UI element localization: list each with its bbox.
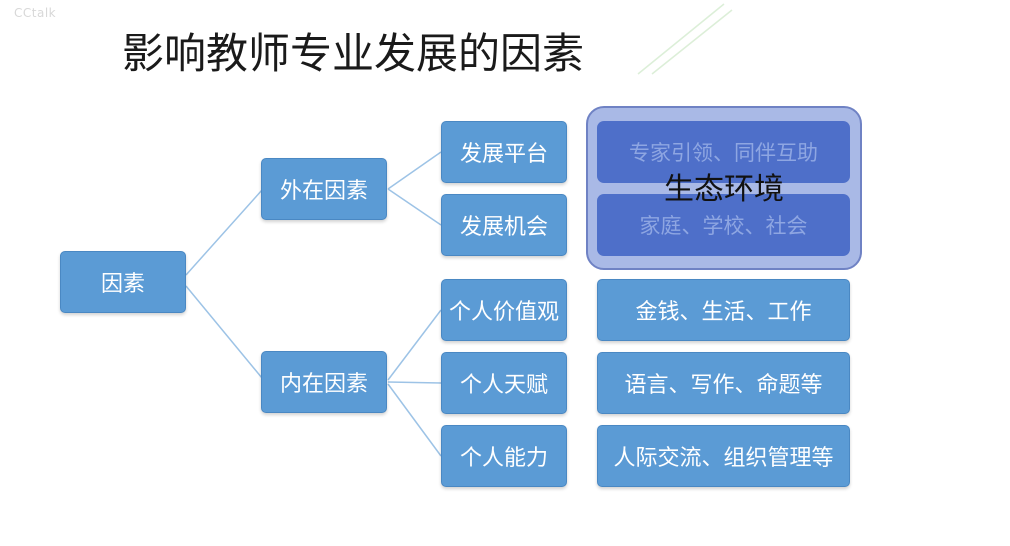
connector-root-external (185, 189, 263, 276)
connector-internal-talent (387, 381, 442, 384)
watermark-stamp-icon (637, 3, 733, 75)
internal-factors-node: 内在因素 (261, 351, 387, 413)
ecology-label: 生态环境 (664, 172, 784, 207)
page-title: 影响教师专业发展的因素 (122, 29, 585, 78)
cctalk-watermark: CCtalk (14, 6, 57, 20)
development-platform-node: 发展平台 (441, 121, 567, 183)
personal-talent-node: 个人天赋 (441, 352, 567, 414)
ability-detail-node: 人际交流、组织管理等 (597, 425, 850, 487)
root-node: 因素 (60, 251, 186, 313)
values-detail-node: 金钱、生活、工作 (597, 279, 850, 341)
talent-detail-node: 语言、写作、命题等 (597, 352, 850, 414)
personal-ability-node: 个人能力 (441, 425, 567, 487)
external-factors-node: 外在因素 (261, 158, 387, 220)
ecology-item-experts: 专家引领、同伴互助 (597, 121, 850, 183)
personal-values-node: 个人价值观 (441, 279, 567, 341)
connector-root-internal (185, 285, 263, 379)
ecology-item-family: 家庭、学校、社会 (597, 194, 850, 256)
connector-external-platform (387, 151, 442, 190)
connector-external-opportunity (387, 188, 442, 226)
connector-internal-values (387, 309, 442, 381)
connector-internal-ability (387, 383, 442, 457)
development-opportunity-node: 发展机会 (441, 194, 567, 256)
